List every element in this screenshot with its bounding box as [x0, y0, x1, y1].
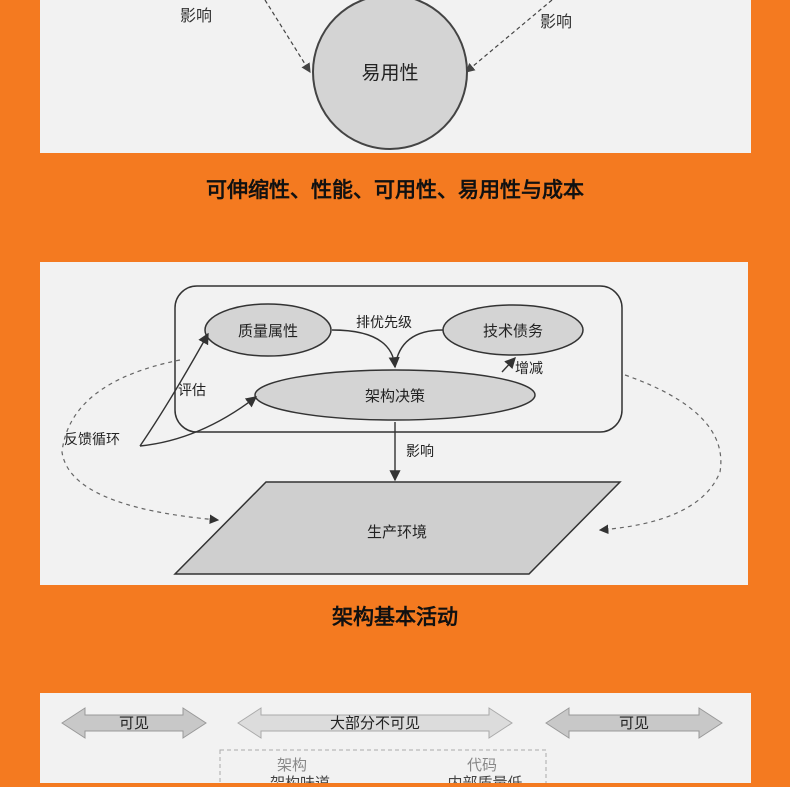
quality-attributes-label: 质量属性 — [238, 322, 298, 340]
influence-label-left: 影响 — [180, 6, 212, 25]
increase-decrease-arrow — [501, 356, 516, 373]
visible-arrow-right-label: 可见 — [619, 714, 649, 732]
architecture-decision-label: 架构决策 — [365, 387, 425, 405]
assess-arrow-to-quality — [139, 332, 209, 447]
assess-arrow-to-decision — [139, 396, 258, 447]
quality-attributes-node — [204, 303, 332, 357]
caption-architecture-activities: 架构基本活动 — [332, 605, 458, 629]
prioritize-arrow-right — [394, 329, 444, 368]
decision-container — [174, 285, 623, 433]
assess-label: 评估 — [178, 383, 206, 399]
visible-arrow-left-label: 可见 — [119, 714, 149, 732]
tech-debt-label: 技术债务 — [483, 322, 543, 340]
visibility-diagram-panel: 可见 大部分不可见 可见 架构 架构味道 代码 内部质量低 — [40, 693, 751, 787]
architecture-activities-panel: 质量属性 技术债务 架构决策 排优先级 增减 评估 反馈循环 影响 生产环境 — [40, 262, 748, 585]
visible-arrow-left — [61, 707, 207, 739]
influence-arrow-left — [264, 0, 311, 74]
prioritize-label: 排优先级 — [356, 315, 412, 331]
feedback-loop-left-arc — [61, 359, 220, 525]
low-internal-quality-label: 内部质量低 — [447, 774, 522, 783]
architecture-smell-label: 架构味道 — [270, 774, 330, 783]
mostly-invisible-arrow-label: 大部分不可见 — [330, 714, 420, 732]
caption-quality-attributes: 可伸缩性、性能、可用性、易用性与成本 — [206, 178, 584, 202]
visibility-diagram: 可见 大部分不可见 可见 架构 架构味道 代码 内部质量低 — [61, 707, 723, 787]
production-environment-label: 生产环境 — [367, 523, 427, 541]
feedback-loop-right-arc — [598, 374, 722, 535]
internal-quality-box — [219, 749, 547, 787]
influence-label: 影响 — [406, 444, 434, 460]
architecture-activities-diagram: 质量属性 技术债务 架构决策 排优先级 增减 评估 反馈循环 影响 生产环境 — [61, 285, 722, 575]
usability-diagram-panel: 影响 影响 易用性 — [40, 0, 751, 153]
visible-arrow-right — [545, 707, 723, 739]
production-environment — [173, 481, 622, 575]
influence-arrow-right — [465, 0, 553, 73]
mostly-invisible-arrow — [237, 707, 513, 739]
influence-label-right: 影响 — [540, 12, 572, 31]
code-title: 代码 — [467, 756, 497, 774]
usability-circle-label: 易用性 — [361, 62, 418, 84]
usability-circle — [312, 0, 468, 150]
usability-diagram: 影响 影响 易用性 — [180, 0, 572, 150]
prioritize-arrow-left — [331, 329, 400, 369]
architecture-decision-node — [254, 369, 536, 421]
feedback-loop-label: 反馈循环 — [64, 432, 120, 448]
increase-decrease-label: 增减 — [515, 361, 543, 377]
architecture-title: 架构 — [277, 756, 307, 774]
